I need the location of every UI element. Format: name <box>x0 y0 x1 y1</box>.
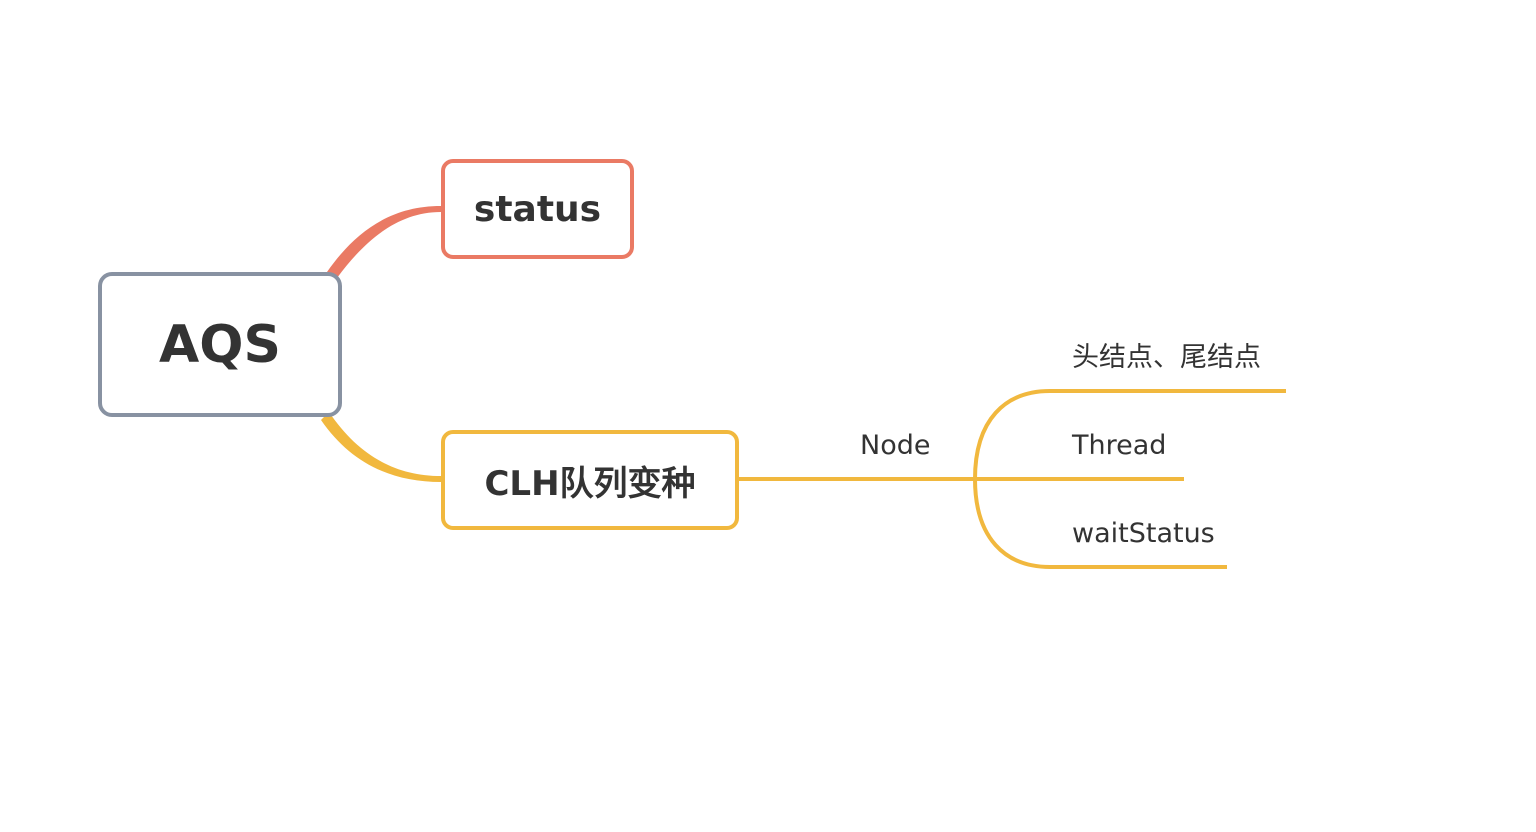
topic-clh-queue-variant[interactable]: CLH队列变种 <box>441 430 739 530</box>
connector-node-leaf-2 <box>973 478 1227 569</box>
topic-clh-label: CLH队列变种 <box>484 463 696 504</box>
connector-node-leaf-0 <box>973 389 1286 480</box>
subtopic-wait-status[interactable]: waitStatus <box>1072 518 1215 549</box>
subtopic-thread[interactable]: Thread <box>1072 430 1167 461</box>
root-topic-label: AQS <box>159 314 281 375</box>
subtopic-node[interactable]: Node <box>860 430 931 461</box>
connector-root-status <box>327 206 441 278</box>
connector-root-clh <box>321 412 441 482</box>
topic-status[interactable]: status <box>441 159 634 259</box>
root-topic-aqs[interactable]: AQS <box>98 272 342 417</box>
topic-status-label: status <box>473 188 602 230</box>
subtopic-head-tail-node[interactable]: 头结点、尾结点 <box>1072 342 1261 373</box>
